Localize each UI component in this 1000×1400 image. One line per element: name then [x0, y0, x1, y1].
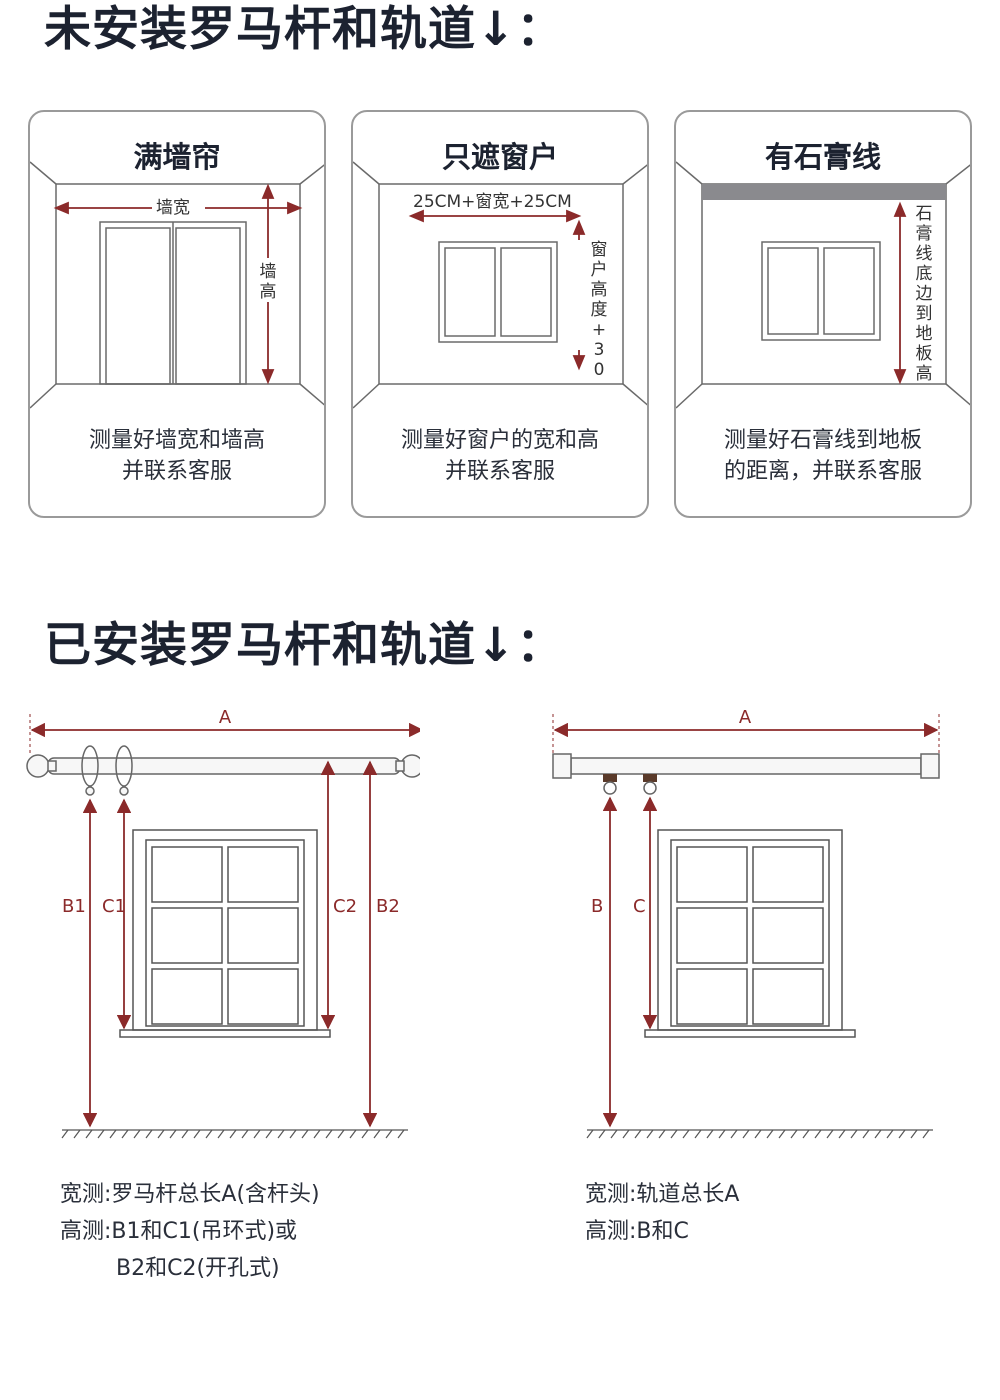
floor-line: [61, 1129, 408, 1139]
label-c1: C1: [102, 896, 126, 917]
card-title: 只遮窗户: [441, 140, 558, 174]
label-c2: C2: [333, 896, 357, 917]
room-window-illustration: [353, 161, 647, 409]
label-c: C: [633, 896, 646, 917]
card-caption: 测量好石膏线到地板 的距离，并联系客服: [676, 425, 970, 487]
section-title-uninstalled: 未安装罗马杆和轨道↓：: [44, 2, 565, 57]
card-full-wall-curtain: 满墙帘 墙宽 墙高 测量好墙宽和墙高 并联系客服: [28, 110, 326, 518]
room-wall-illustration: [30, 161, 324, 409]
caption-line: 测量好石膏线到地板: [723, 428, 922, 453]
label-b1: B1: [62, 896, 86, 917]
label-a: A: [219, 707, 232, 728]
caption-line: 并联系客服: [444, 459, 555, 484]
window-width-label: 25CM+窗宽+25CM: [413, 192, 572, 212]
plaster-molding: [702, 184, 946, 200]
label-a: A: [739, 707, 752, 728]
note-line: 高测:B1和C1(吊环式)或: [60, 1219, 298, 1244]
wall-height-label: 墙高: [259, 262, 277, 302]
window-height-label: 窗户高度+30: [590, 240, 608, 380]
track-notes: 宽测:轨道总长A 高测:B和C: [585, 1176, 739, 1250]
label-b2: B2: [376, 896, 400, 917]
card-title: 满墙帘: [133, 140, 221, 174]
roman-rod-notes: 宽测:罗马杆总长A(含杆头) 高测:B1和C1(吊环式)或 B2和C2(开孔式): [60, 1176, 320, 1287]
label-b: B: [591, 896, 603, 917]
note-line: 高测:B和C: [585, 1219, 689, 1244]
section-title-installed: 已安装罗马杆和轨道↓：: [44, 618, 565, 673]
plaster-height-label: 石膏线底边到地板高: [915, 204, 933, 384]
track-diagram: A B C: [552, 707, 940, 1139]
wall-width-label: 墙宽: [156, 198, 190, 218]
roman-rod-diagram: A B1 C1 C2 B2: [26, 707, 420, 1139]
card-plaster-line: 有石膏线 石膏线底边到地板高 测量好石膏线到地板 的距离，并联系客服: [674, 110, 972, 518]
card-title: 有石膏线: [764, 140, 881, 174]
room-plaster-illustration: [676, 161, 970, 409]
card-caption: 测量好墙宽和墙高 并联系客服: [30, 425, 324, 487]
caption-line: 的距离，并联系客服: [723, 459, 922, 484]
note-line: 宽测:罗马杆总长A(含杆头): [60, 1182, 320, 1207]
note-line: 宽测:轨道总长A: [585, 1182, 740, 1207]
floor-line: [586, 1129, 933, 1139]
caption-line: 测量好墙宽和墙高: [88, 428, 265, 453]
card-caption: 测量好窗户的宽和高 并联系客服: [353, 425, 647, 487]
card-window-only: 只遮窗户 25CM+窗宽+25CM 窗户高度+30 测量好窗户的宽和高 并联系客…: [351, 110, 649, 518]
caption-line: 并联系客服: [121, 459, 232, 484]
caption-line: 测量好窗户的宽和高: [400, 428, 599, 453]
note-line: B2和C2(开孔式): [116, 1256, 280, 1281]
